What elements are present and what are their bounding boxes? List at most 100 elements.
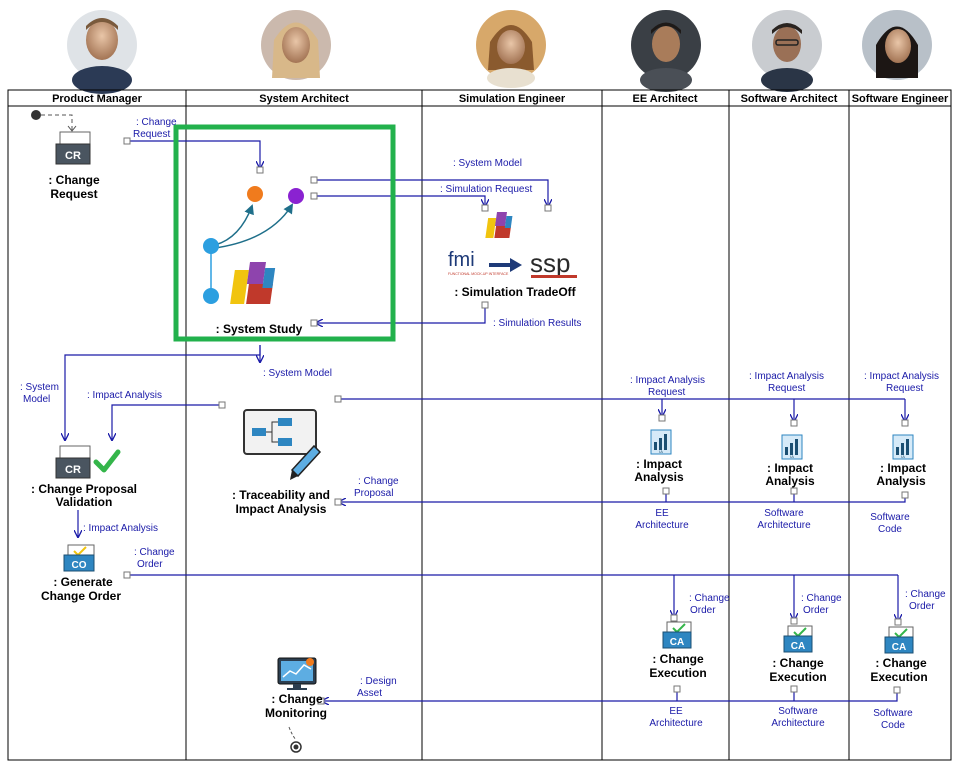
artifact-sw-code-1-line2: Code (878, 524, 902, 535)
activity-traceability-line1[interactable]: : Traceability and (232, 488, 330, 502)
activity-exec-sa-line2[interactable]: Execution (769, 670, 826, 684)
activity-change-request-line2[interactable]: Request (50, 187, 97, 201)
activity-impact-ee-line2[interactable]: Analysis (634, 470, 684, 484)
monitoring-screen-icon (277, 657, 317, 690)
activity-change-monitoring-line1[interactable]: : Change (271, 692, 323, 706)
edge-final (288, 726, 297, 741)
change-request-doc-icon: CR (55, 131, 91, 165)
activity-change-request-line1[interactable]: : Change (48, 173, 100, 187)
swimlane-frame (7, 89, 952, 761)
activity-impact-se-line2[interactable]: Analysis (876, 474, 926, 488)
svg-text:CR: CR (65, 150, 81, 162)
initial-node (31, 110, 77, 132)
lane-header-simulation-engineer: Simulation Engineer (459, 93, 566, 105)
sysml-small-logo (485, 212, 513, 238)
svg-text:fmi: fmi (448, 249, 475, 271)
lane-header-software-engineer: Software Engineer (852, 93, 949, 105)
ssp-logo: SSP (530, 248, 577, 278)
artifact-sw-arch-2-line1: Software (778, 706, 818, 717)
lane-header-product-manager: Product Manager (52, 93, 143, 105)
flow-label-system-model-left-2: Model (23, 394, 50, 405)
flow-label-co-sa-2: Order (803, 605, 829, 616)
edge-simulation-request (315, 195, 485, 206)
activity-system-study[interactable]: : System Study (216, 322, 303, 336)
flow-label-co-se-2: Order (909, 601, 935, 612)
activity-exec-ee-line1[interactable]: : Change (652, 652, 704, 666)
flow-label-impact-analysis-down: : Impact Analysis (83, 523, 158, 534)
flow-label-co-ee-2: Order (690, 605, 716, 616)
svg-text:IA: IA (790, 454, 794, 459)
edge-system-model-left (65, 345, 261, 440)
svg-text:CR: CR (65, 464, 81, 476)
flow-label-impact-analysis-left: : Impact Analysis (87, 390, 162, 401)
activity-exec-sa-line1[interactable]: : Change (772, 656, 824, 670)
flow-label-simulation-results: : Simulation Results (493, 318, 581, 329)
artifact-sw-code-2-line2: Code (881, 720, 905, 731)
artifact-ee-arch-2-line1: EE (669, 706, 683, 717)
activity-change-monitoring-line2[interactable]: Monitoring (265, 706, 327, 720)
edge-simulation-results (316, 306, 486, 323)
avatar-software-engineer (862, 10, 932, 80)
traceability-board-icon (243, 409, 322, 480)
svg-text:CA: CA (670, 637, 684, 648)
change-proposal-doc-icon: CR (55, 445, 91, 479)
flow-label-change-request-1: : Change (136, 117, 177, 128)
svg-text:IA: IA (659, 449, 663, 454)
svg-text:IA: IA (901, 454, 905, 459)
flow-label-change-proposal-2: Proposal (354, 488, 393, 499)
change-action-icon-se: CA (884, 626, 914, 654)
activity-exec-se-line2[interactable]: Execution (870, 670, 927, 684)
artifact-ee-arch-1-line1: EE (655, 508, 669, 519)
activity-generate-change-order-line1[interactable]: : Generate (53, 575, 113, 589)
artifact-sw-arch-1-line2: Architecture (757, 520, 811, 531)
activity-impact-se-line1[interactable]: : Impact (880, 461, 926, 475)
activity-impact-sa-line1[interactable]: : Impact (767, 461, 813, 475)
flow-label-iar-sa-1: : Impact Analysis (749, 371, 824, 382)
flow-label-change-order-left-2: Order (137, 559, 163, 570)
flow-label-co-se-1: : Change (905, 589, 946, 600)
avatar-product-manager (67, 10, 137, 94)
flow-label-iar-ee-1: : Impact Analysis (630, 375, 705, 386)
flow-label-change-order-left-1: : Change (134, 547, 175, 558)
avatar-system-architect (261, 10, 331, 80)
fmi-logo: fmi FUNCTIONAL MOCK-UP INTERFACE (448, 249, 509, 276)
final-node (290, 741, 302, 753)
flow-label-iar-ee-2: Request (648, 387, 685, 398)
change-action-icon-ee: CA (662, 621, 692, 649)
flow-label-change-request-2: Request (133, 129, 170, 140)
activity-change-proposal-validation-line1[interactable]: : Change Proposal (31, 482, 137, 496)
checkmark-icon (93, 449, 121, 473)
artifact-sw-arch-1-line1: Software (764, 508, 804, 519)
activity-impact-ee-line1[interactable]: : Impact (636, 457, 682, 471)
flow-label-iar-se-2: Request (886, 383, 923, 394)
activity-exec-ee-line2[interactable]: Execution (649, 666, 706, 680)
flow-label-system-model-mid: : System Model (263, 368, 332, 379)
edge-impact-analysis-left (112, 404, 222, 440)
impact-chart-icon-sa: IA (781, 434, 803, 460)
lane-header-system-architect: System Architect (259, 93, 349, 105)
artifact-sw-arch-2-line2: Architecture (771, 718, 825, 729)
svg-text:CA: CA (892, 642, 906, 653)
lane-header-ee-architect: EE Architect (632, 93, 697, 105)
flow-label-iar-sa-2: Request (768, 383, 805, 394)
flow-label-system-model-top: : System Model (453, 158, 522, 169)
activity-change-proposal-validation-line2[interactable]: Validation (56, 495, 113, 509)
flow-label-simulation-request: : Simulation Request (440, 184, 532, 195)
avatar-software-architect (752, 10, 822, 92)
fmi-to-ssp-arrowhead (510, 258, 522, 272)
flow-label-design-asset-2: Asset (357, 688, 382, 699)
activity-simulation-tradeoff[interactable]: : Simulation TradeOff (454, 285, 576, 299)
lane-header-software-architect: Software Architect (741, 93, 838, 105)
sysml-logo (230, 262, 276, 304)
activity-traceability-line2[interactable]: Impact Analysis (236, 502, 327, 516)
flow-label-design-asset-1: : Design (360, 676, 397, 687)
artifact-sw-code-2-line1: Software (873, 708, 913, 719)
artifact-sw-code-1-line1: Software (870, 512, 910, 523)
change-order-doc-icon: CO (63, 544, 95, 572)
activity-generate-change-order-line2[interactable]: Change Order (41, 589, 121, 603)
activity-impact-sa-line2[interactable]: Analysis (765, 474, 815, 488)
flow-label-iar-se-1: : Impact Analysis (864, 371, 939, 382)
activity-exec-se-line1[interactable]: : Change (875, 656, 927, 670)
avatar-ee-architect (631, 10, 701, 92)
flow-label-co-sa-1: : Change (801, 593, 842, 604)
